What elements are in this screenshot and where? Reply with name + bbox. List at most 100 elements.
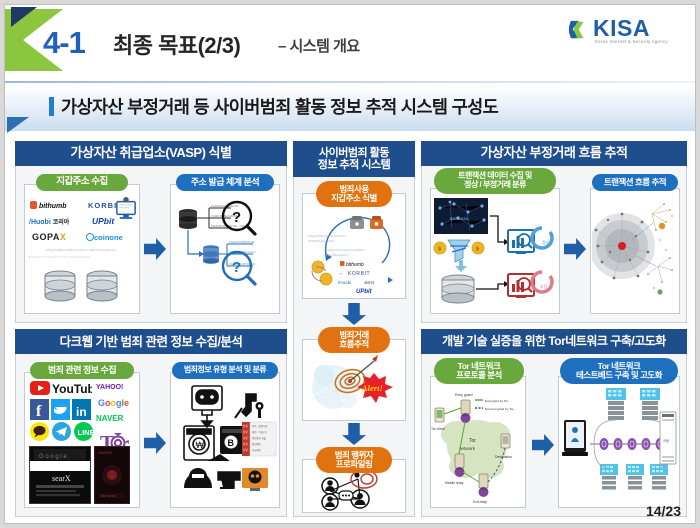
- svg-text:3TkGHRAp0zPe7: 3TkGHRAp0zPe7: [324, 253, 349, 257]
- step3-profiling-diagram: [308, 469, 402, 513]
- pill-transaction-line2: 정상 / 부정거래 분류: [464, 180, 526, 189]
- svg-text:?: ?: [232, 209, 241, 226]
- pill-step2-line2: 흐름추적: [339, 339, 369, 349]
- svg-text:해킹 · 악성코드: 해킹 · 악성코드: [252, 430, 268, 434]
- svg-text:$: $: [438, 247, 441, 253]
- pill-tor-protocol-line1: Tor 네트워크: [457, 360, 501, 371]
- panel-vasp-title: 가상자산 취급업소(VASP) 식별: [15, 141, 287, 166]
- arrow-down-step1: [342, 303, 366, 325]
- diagram-body: 가상자산 취급업소(VASP) 식별 지갑주소 수집 bithumb KORBI…: [5, 133, 695, 523]
- panel-center-body: 범죄사용 지갑주소 식별: [293, 177, 415, 517]
- kisa-logo-text: KISA: [593, 15, 650, 41]
- svg-text:개인정보 유출: 개인정보 유출: [252, 436, 267, 440]
- step2-box: [302, 339, 406, 421]
- svg-text:분류: 분류: [243, 436, 248, 440]
- pill-tor-testbed: Tor 네트워크 테스트베드 구축 및 고도화: [560, 358, 678, 384]
- svg-text:LINE: LINE: [78, 428, 94, 437]
- svg-text:?: ?: [232, 259, 241, 276]
- pill-step2: 범죄거래 흐름추적: [318, 327, 390, 353]
- svg-text:Entry guard: Entry guard: [455, 393, 473, 397]
- crime-type-icons: ₩ B: [172, 380, 278, 506]
- wallet-address-sample: 1KqyXnZ3kyTc5SeTsuDYeY 4jPAK0VgqGhx6a: [46, 248, 116, 252]
- svg-text:$: $: [476, 247, 479, 253]
- darkweb-screenshot-2: HACKED BUY NOW: [94, 446, 130, 504]
- youtube-logo: YouTube: [30, 380, 102, 402]
- panel-center-title: 사이버범죄 활동 정보 추적 시스템: [293, 141, 415, 177]
- pill-step2-line1: 범죄거래: [339, 329, 369, 340]
- page-title: 최종 목표(2/3): [113, 33, 241, 58]
- svg-text:7qwG9YtMG3Jpq6...: 7qwG9YtMG3Jpq6...: [229, 240, 257, 244]
- panel-cybercrime-tracking-system: 사이버범죄 활동 정보 추적 시스템 범죄사용 지갑주소 식별: [293, 141, 415, 517]
- slide-header: 4-1 최종 목표(2/3) – 시스템 개요 KISA Korea Inter…: [5, 5, 695, 83]
- arrow-right-transaction: [564, 238, 586, 260]
- svg-text:Middle relay: Middle relay: [445, 481, 464, 485]
- svg-text:부정: 부정: [540, 283, 548, 289]
- pill-tor-testbed-line2: 테스트베드 구축 및 고도화: [575, 370, 663, 380]
- svg-text:bithumb: bithumb: [346, 262, 364, 268]
- panel-vasp-identification: 가상자산 취급업소(VASP) 식별 지갑주소 수집 bithumb KORBI…: [15, 141, 287, 323]
- logo-huobi: /Huobi 코리아: [29, 219, 70, 226]
- svg-text:KORBIT: KORBIT: [348, 271, 370, 277]
- logo-gopax: GOPAX: [32, 232, 67, 242]
- pill-step1-line2: 지갑주소 식별: [331, 193, 377, 203]
- svg-text:1KqjXnZ3kyTc5SeTsuDYeY: 1KqjXnZ3kyTc5SeTsuDYeY: [308, 234, 346, 238]
- svg-text:7aXuk08V9dmUmY...: 7aXuk08V9dmUmY...: [229, 250, 258, 254]
- svg-text:BUY NOW: BUY NOW: [101, 494, 115, 498]
- database-icon-2: [82, 266, 122, 306]
- logo-bithumb: bithumb: [30, 201, 67, 210]
- slide-section-number: 4-1: [43, 25, 86, 60]
- kisa-chevron-icon: [569, 20, 584, 39]
- transaction-diagram: BIG DATA $ $: [432, 196, 560, 312]
- svg-text:G o o g l e: G o o g l e: [39, 454, 67, 460]
- panel-darkweb-body: 범죄 관련 정보 수집 YouTube YAHOO! Google NAVER: [15, 354, 287, 517]
- pill-step3: 범죄 행위자 프로파일링: [316, 447, 392, 473]
- svg-text:YouTube: YouTube: [52, 382, 92, 396]
- kakaotalk-icon: [30, 422, 49, 441]
- facebook-icon: f: [30, 399, 49, 420]
- tor-testbed-diagram: 서버: [560, 386, 678, 506]
- pill-tor-protocol: Tor 네트워크 프로토콜 분석: [434, 358, 524, 384]
- page-subtitle: – 시스템 개요: [278, 38, 360, 55]
- pill-tor-protocol-line2: 프로토콜 분석: [456, 370, 502, 380]
- svg-text:₩: ₩: [196, 440, 205, 450]
- svg-text:UPbit: UPbit: [356, 289, 373, 295]
- yahoo-logo: YAHOO!: [96, 384, 124, 391]
- svg-text:랜섬웨어: 랜섬웨어: [252, 442, 261, 446]
- svg-text:HACKED: HACKED: [98, 451, 113, 455]
- pill-wallet-collection: 지갑주소 수집: [36, 174, 128, 191]
- panel-vasp-body: 지갑주소 수집 bithumb KORBIT /Huobi 코리아 UPbit …: [15, 166, 287, 323]
- linkedin-icon: in: [72, 399, 91, 420]
- pill-step1-line1: 범죄사용: [339, 183, 369, 194]
- svg-text:분류: 분류: [243, 448, 248, 452]
- panel-darkweb-collection: 다크웹 기반 범죄 관련 정보 수집/분석 범죄 관련 정보 수집 YouTub…: [15, 329, 287, 517]
- panel-darkweb-title: 다크웹 기반 범죄 관련 정보 수집/분석: [15, 329, 287, 354]
- svg-text:코리아: 코리아: [364, 280, 375, 285]
- svg-text:마약 · 불법거래: 마약 · 불법거래: [252, 424, 267, 428]
- pill-step3-line2: 프로파일링: [335, 459, 373, 469]
- svg-text:정상: 정상: [542, 239, 550, 245]
- wallet-address-sample-2: 3KaJjCZ3LyTx9GA7uFNeVtH 3TkGHRAp0zPe7: [28, 256, 91, 259]
- transaction-network-graph: [589, 196, 678, 310]
- pill-step1: 범죄사용 지갑주소 식별: [316, 181, 392, 207]
- subtitle-text: 가상자산 부정거래 등 사이버범죄 활동 정보 추적 시스템 구성도: [61, 97, 499, 117]
- arrow-right-tor: [532, 434, 554, 456]
- panel-transaction-flow: 가상자산 부정거래 흐름 추적 트랜잭션 데이터 수집 및 정상 / 부정거래 …: [421, 141, 687, 323]
- telegram-icon: [52, 422, 71, 441]
- svg-text:자금세탁: 자금세탁: [252, 448, 262, 452]
- svg-text:7x4kX1W8uXuBrN8...: 7x4kX1W8uXuBrN8...: [211, 214, 240, 218]
- svg-text:HJPAK0VgqGhx6a: HJPAK0VgqGhx6a: [308, 239, 334, 243]
- naver-logo: NAVER: [96, 414, 124, 423]
- subtitle-bullet-icon: [49, 97, 54, 116]
- svg-text:분류: 분류: [243, 430, 248, 434]
- panel-center-title-line1: 사이버범죄 활동: [319, 146, 389, 159]
- pill-tor-testbed-line1: Tor 네트워크: [597, 360, 641, 371]
- panel-tor-body: Tor 네트워크 프로토콜 분석 Tor n: [421, 354, 687, 517]
- kisa-logo: KISA Korea Internet & Security Agency: [569, 15, 681, 51]
- panel-transaction-body: 트랜잭션 데이터 수집 및 정상 / 부정거래 분류: [421, 166, 687, 323]
- logo-upbit: UPbit: [92, 216, 115, 226]
- svg-text:Exit relay: Exit relay: [473, 500, 487, 504]
- kisa-logo-tagline: Korea Internet & Security Agency: [595, 39, 668, 44]
- step2-diagram: Alert!: [304, 351, 404, 419]
- svg-text:서버: 서버: [663, 438, 669, 443]
- svg-text:in: in: [76, 405, 87, 419]
